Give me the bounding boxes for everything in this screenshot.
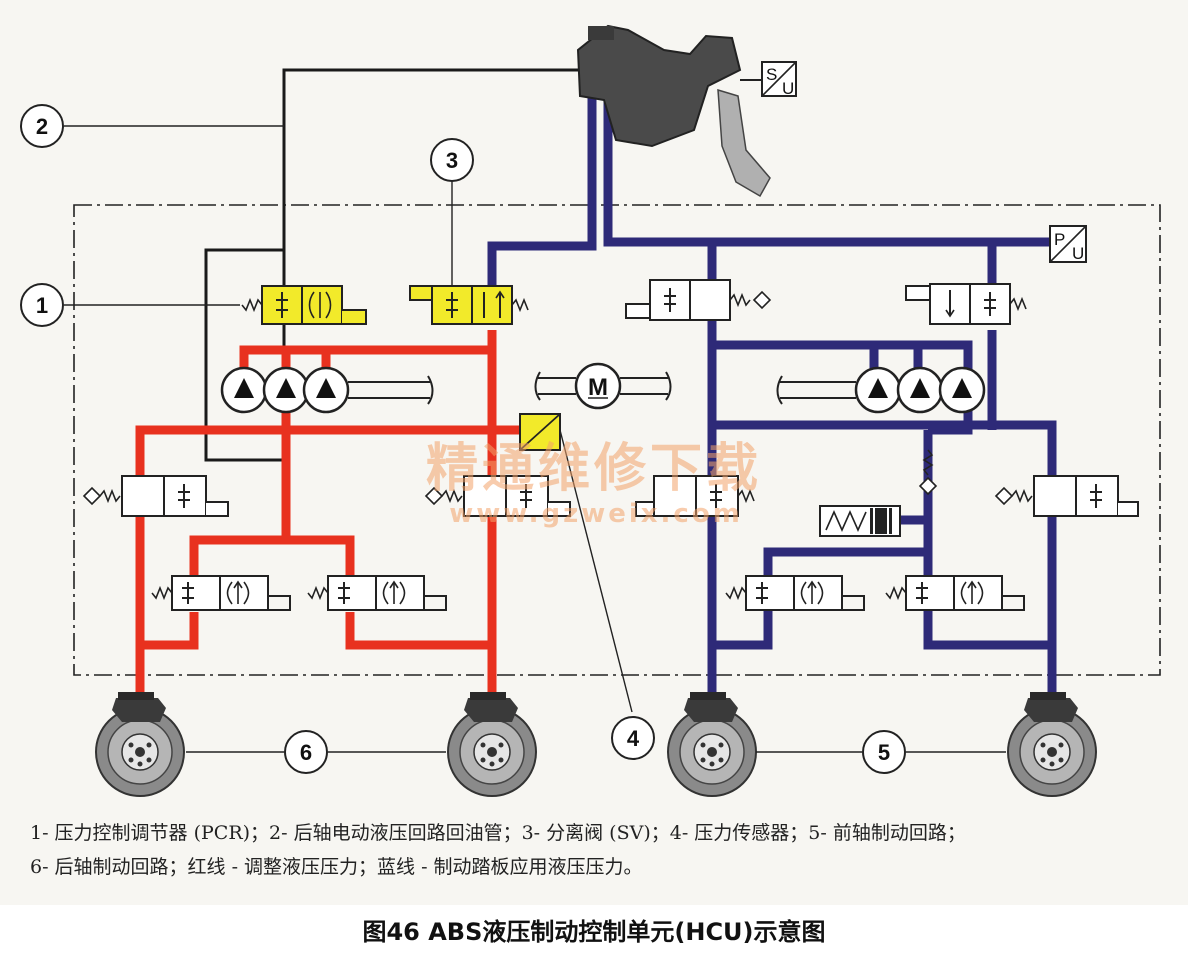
callout-5: 5 (862, 730, 906, 774)
rear-inlet-valve-left (151, 575, 291, 611)
svg-text:2: 2 (36, 114, 48, 139)
watermark-url: www.gzweix.com (449, 499, 743, 529)
svg-text:1: 1 (36, 293, 48, 318)
svg-text:5: 5 (878, 740, 890, 765)
front-accumulator (819, 449, 938, 537)
callout-4: 4 (611, 716, 655, 760)
callout-3: 3 (430, 138, 474, 182)
pressure-sensor-front: P U (1049, 225, 1087, 263)
abs-hcu-diagram: S U P U (20, 24, 1161, 797)
pump-group-rear (220, 366, 434, 414)
leader-lines (64, 125, 1006, 753)
brake-disc-rear-left (95, 691, 185, 797)
figure-title: 图46 ABS液压制动控制单元(HCU)示意图 (362, 918, 826, 946)
front-inlet-valve-right (885, 575, 1025, 611)
svg-text:6: 6 (300, 740, 312, 765)
front-valve-right (905, 283, 1027, 325)
svg-text:3: 3 (446, 148, 458, 173)
caption-line-2: 6- 后轴制动回路；红线 - 调整液压压力；蓝线 - 制动踏板应用液压压力。 (30, 856, 643, 878)
brake-disc-rear-right (447, 691, 537, 797)
front-inlet-valve-left (725, 575, 865, 611)
pump-group-front (776, 366, 986, 414)
pressure-label-p: P (1054, 230, 1065, 249)
callout-2: 2 (20, 104, 64, 148)
front-valve-left (625, 279, 772, 321)
callout-6: 6 (284, 730, 328, 774)
figure-caption: 1- 压力控制调节器 (PCR)；2- 后轴电动液压回路回油管；3- 分离阀 (… (30, 816, 1170, 884)
pressure-label-u: U (1072, 244, 1084, 263)
callout-1: 1 (20, 283, 64, 327)
rear-low-pressure-valve-left (82, 475, 229, 517)
watermark-main: 精通维修下载 (426, 438, 762, 499)
rear-low-pressure-valve-right (424, 475, 571, 517)
separation-valve (409, 285, 529, 325)
motor-label: M (588, 374, 608, 401)
master-cylinder (576, 24, 771, 198)
front-low-pressure-valve-right (994, 475, 1139, 517)
return-line (204, 68, 584, 462)
rear-inlet-valve-right (307, 575, 447, 611)
switch-label-s: S (766, 65, 777, 84)
brake-switch: S U (740, 61, 797, 98)
brake-disc-front-left (667, 691, 757, 797)
front-low-pressure-valve-left (635, 475, 755, 517)
brake-disc-front-right (1007, 691, 1097, 797)
caption-line-1: 1- 压力控制调节器 (PCR)；2- 后轴电动液压回路回油管；3- 分离阀 (… (30, 822, 966, 844)
hcu-boundary (73, 204, 1161, 676)
pump-motor: M (534, 362, 672, 410)
pcr-valve (241, 285, 367, 325)
svg-text:4: 4 (627, 726, 640, 751)
switch-label-u: U (782, 79, 794, 98)
